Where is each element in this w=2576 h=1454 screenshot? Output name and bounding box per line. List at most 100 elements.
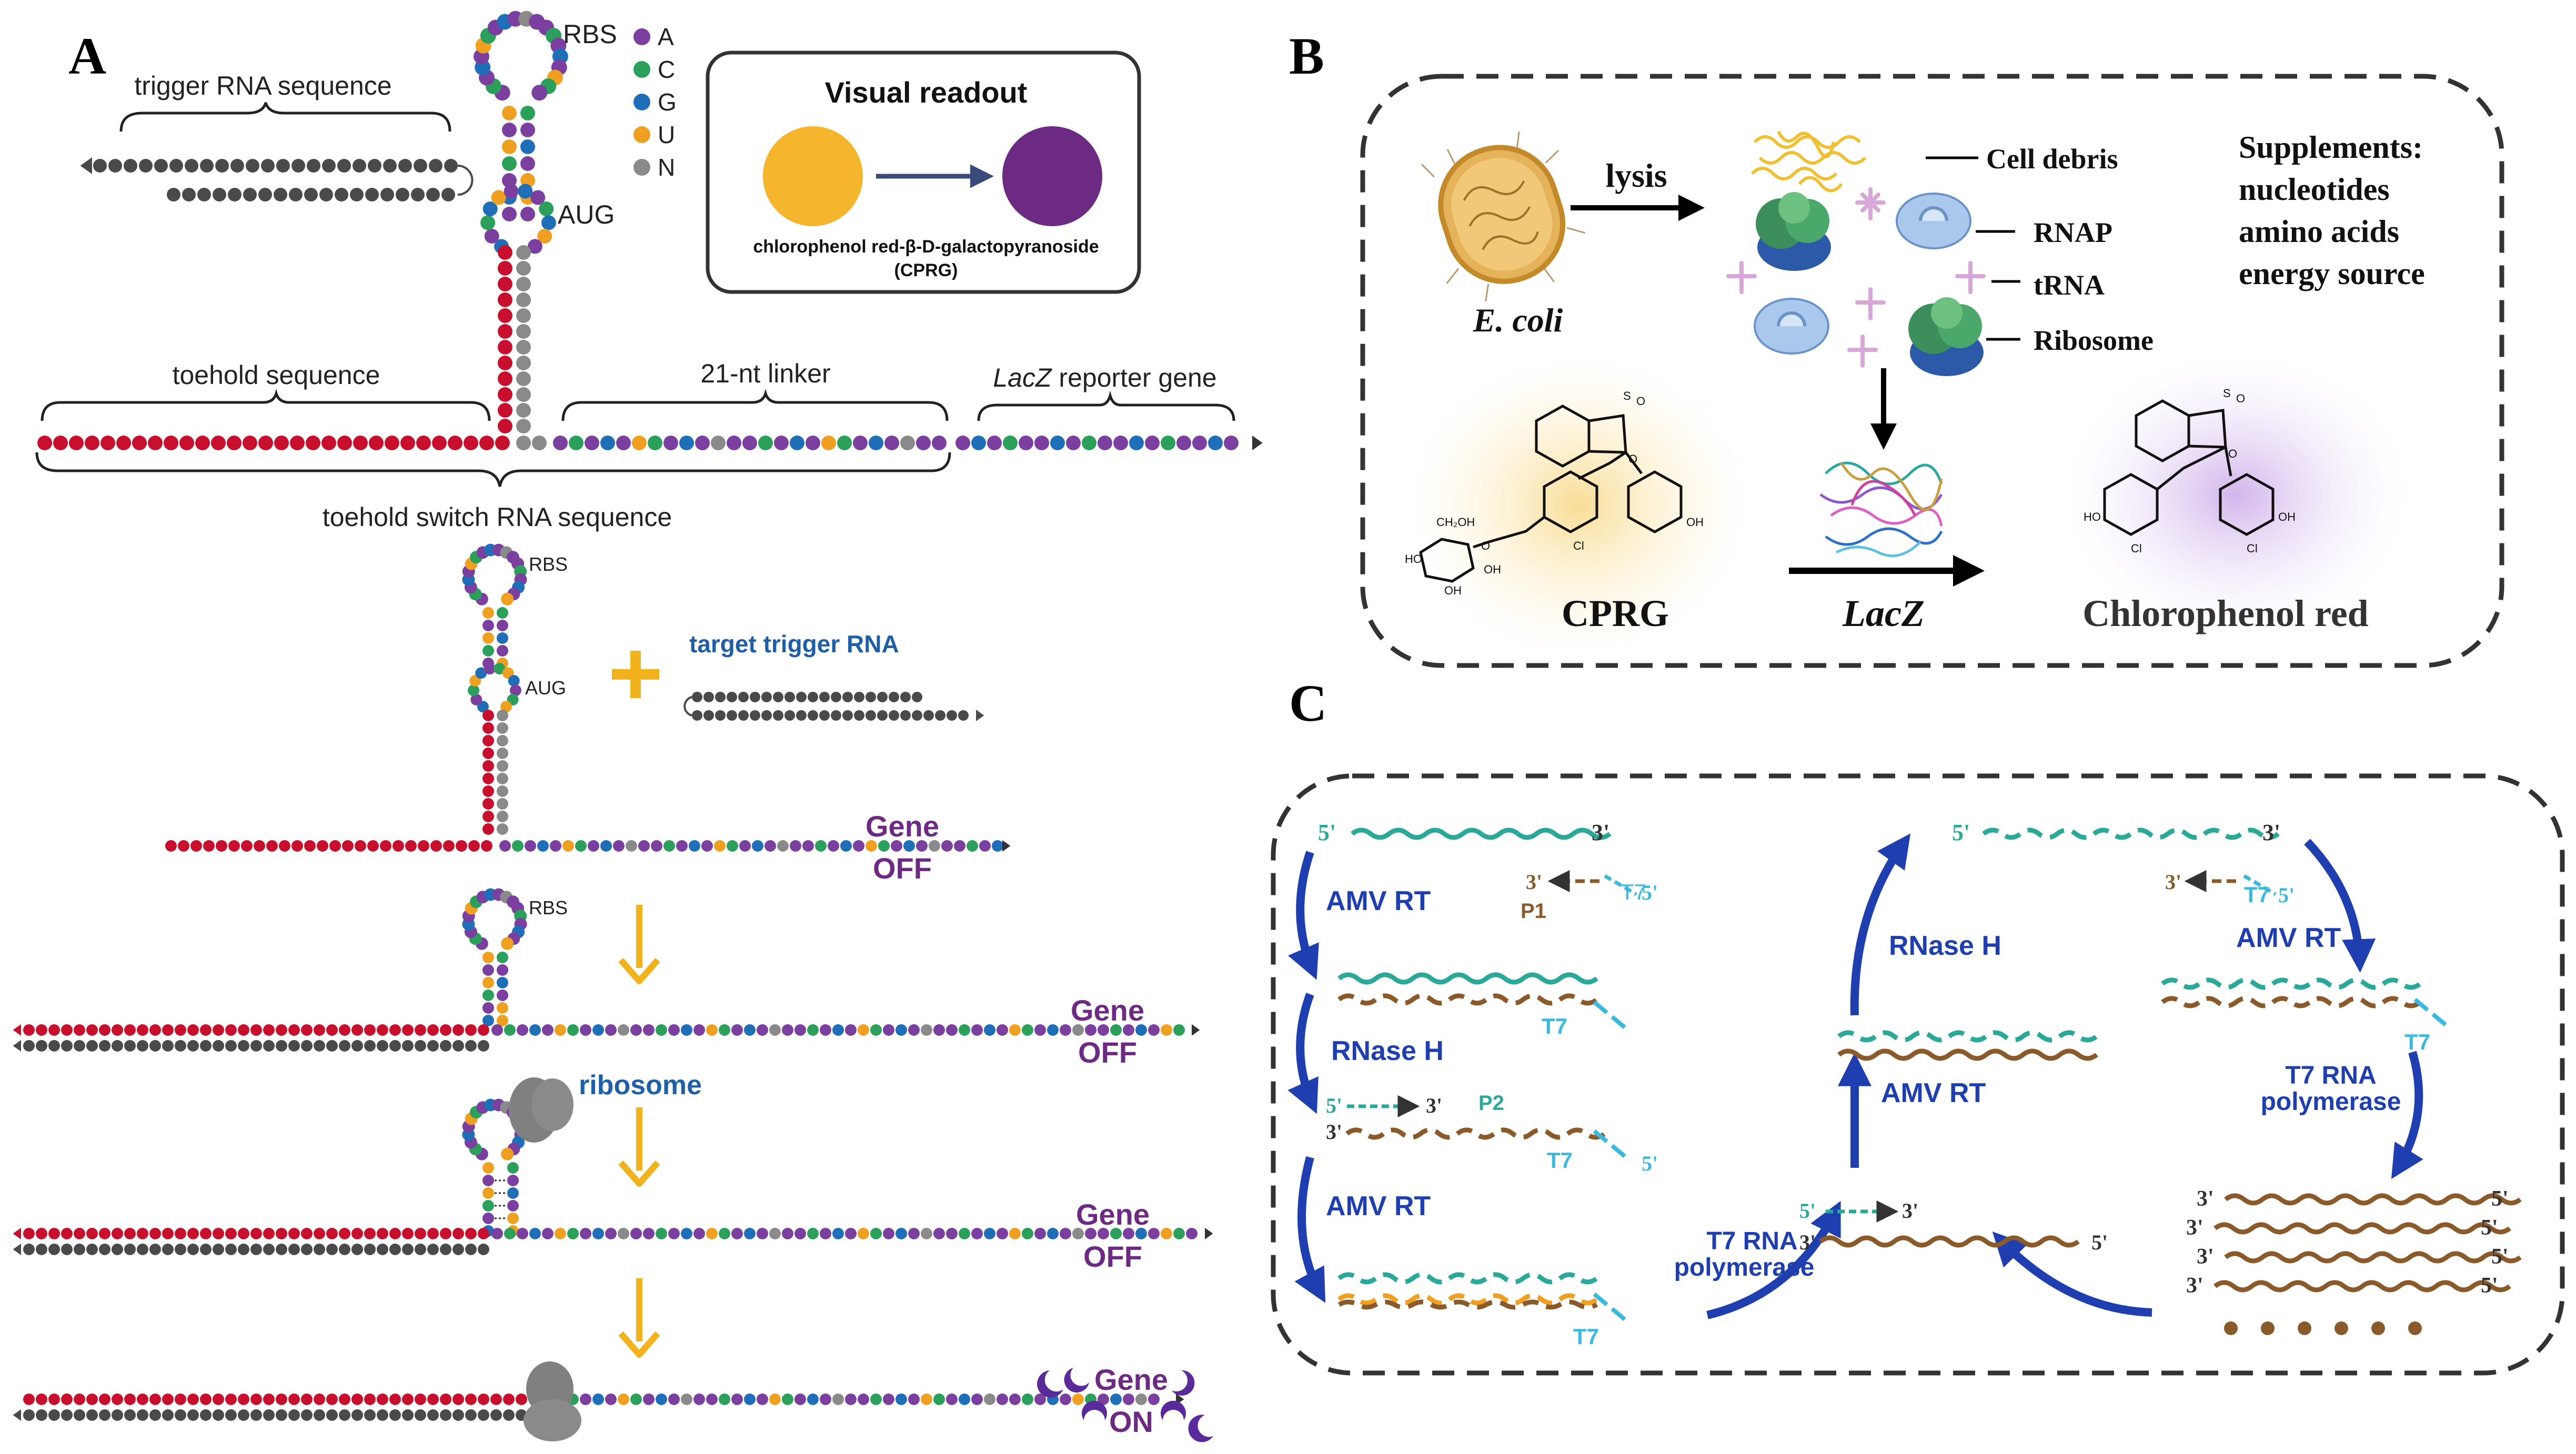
stem-nucleotide xyxy=(497,798,508,810)
linker-nucleotide xyxy=(693,1228,705,1239)
linker-nucleotide xyxy=(932,436,947,450)
five-prime-label: 5' xyxy=(1318,820,1336,845)
trigger-nucleotide xyxy=(389,1409,401,1421)
toehold-nucleotide xyxy=(213,1394,224,1405)
rna-strand xyxy=(1837,1048,2098,1061)
linker-nucleotide xyxy=(679,436,694,450)
five-prime-label: 5' xyxy=(1326,1094,1342,1117)
amv-rt-arrow xyxy=(1287,851,1319,980)
trigger-nucleotide xyxy=(23,1040,35,1052)
trigger-nucleotide xyxy=(727,710,737,721)
svg-text:O: O xyxy=(2228,447,2237,460)
trigger-nucleotide xyxy=(124,1040,136,1052)
three-prime-label: 3' xyxy=(2165,870,2181,894)
strand-end-arrow xyxy=(1002,840,1011,852)
lacz-nucleotide xyxy=(1161,436,1175,450)
stem-nucleotide xyxy=(507,1162,519,1174)
supplements-title: Supplements: xyxy=(2239,130,2423,165)
trigger-nucleotide xyxy=(301,1244,313,1255)
toehold-nucleotide xyxy=(86,1228,98,1239)
linker-nucleotide xyxy=(858,1394,869,1405)
linker-nucleotide xyxy=(971,1228,983,1239)
linker-nucleotide xyxy=(1110,1394,1122,1405)
linker-nucleotide xyxy=(782,1394,793,1405)
t7-label: T7 xyxy=(1542,1014,1567,1038)
step-4-gene-on xyxy=(13,1361,1184,1441)
aug-loop-nucleotide xyxy=(537,228,552,244)
toehold-nucleotide xyxy=(415,1024,426,1036)
linker-nucleotide xyxy=(1085,1228,1096,1239)
linker-nucleotide xyxy=(866,840,877,852)
toehold-nucleotide xyxy=(254,840,265,852)
legend-dot-u xyxy=(633,126,650,143)
toehold-nucleotide xyxy=(23,1394,35,1405)
ribosome-label-b: Ribosome xyxy=(2034,325,2154,356)
strand-end-arrow xyxy=(13,1040,21,1052)
trigger-nucleotide xyxy=(912,692,922,702)
trigger-nucleotide xyxy=(738,692,749,702)
trigger-nucleotide xyxy=(415,1409,426,1421)
trigger-nucleotide xyxy=(854,692,864,702)
stem-nucleotide xyxy=(516,277,531,291)
svg-text:S: S xyxy=(1623,389,1631,402)
trigger-nucleotide xyxy=(465,1040,477,1052)
t7-label: T7 xyxy=(2404,1029,2430,1054)
trigger-nucleotide xyxy=(465,1409,477,1421)
linker-nucleotide xyxy=(731,1228,743,1239)
trigger-nucleotide xyxy=(877,692,888,702)
linker-nucleotide xyxy=(1161,1024,1172,1036)
five-prime-label: 5' xyxy=(2091,1230,2108,1254)
linker-nucleotide xyxy=(802,840,814,852)
t7-rna-label: T7 RNA xyxy=(1706,1227,1797,1255)
toehold-nucleotide xyxy=(479,436,494,450)
linker-nucleotide xyxy=(681,1024,692,1036)
rnap-icon-1 xyxy=(1896,193,1971,249)
trigger-nucleotide xyxy=(276,159,290,173)
off-label-2: OFF xyxy=(1078,1036,1137,1069)
linker-nucleotide xyxy=(769,1394,781,1405)
trigger-nucleotide xyxy=(900,710,911,721)
toehold-nucleotide xyxy=(427,1228,439,1239)
linker-nucleotide xyxy=(815,840,827,852)
linker-nucleotide xyxy=(600,840,612,852)
toehold-nucleotide xyxy=(238,1228,249,1239)
toehold-nucleotide xyxy=(443,840,455,852)
linker-nucleotide xyxy=(706,1394,718,1405)
stem-nucleotide xyxy=(498,324,512,339)
rnase-h-arrow xyxy=(1850,833,1911,1016)
amv-rt-arrow xyxy=(2304,839,2376,973)
trigger-nucleotide xyxy=(958,710,969,721)
t7-tail xyxy=(2243,874,2277,896)
linker-nucleotide xyxy=(1098,1024,1109,1036)
lacz-nucleotide xyxy=(1098,436,1112,450)
stem-nucleotide xyxy=(497,811,508,822)
stem-nucleotide xyxy=(482,620,494,631)
trigger-nucleotide xyxy=(444,159,458,173)
aug-loop-nucleotide xyxy=(508,675,520,687)
toehold-nucleotide xyxy=(440,1228,451,1239)
trigger-nucleotide xyxy=(291,159,305,173)
trigger-nucleotide xyxy=(377,1244,388,1255)
t7-label: T7 xyxy=(2244,882,2270,907)
linker-nucleotide xyxy=(592,1394,604,1405)
linker-nucleotide xyxy=(921,1394,932,1405)
linker-nucleotide xyxy=(807,1228,819,1239)
linker-nucleotide xyxy=(1123,1228,1134,1239)
visual-readout-box: Visual readout chlorophenol red-β-D-gala… xyxy=(706,51,1141,294)
aug-loop-nucleotide xyxy=(468,684,480,696)
stem-nucleotide xyxy=(482,823,494,835)
trigger-nucleotide xyxy=(36,1409,47,1421)
trigger-nucleotide xyxy=(301,1040,313,1052)
stem-nucleotide xyxy=(497,823,508,835)
stem-nucleotide xyxy=(498,340,512,355)
toehold-nucleotide xyxy=(415,1228,426,1239)
trigger-nucleotide xyxy=(124,1244,136,1255)
trigger-nucleotide xyxy=(478,1409,489,1421)
ecoli-label: E. coli xyxy=(1473,301,1563,339)
stem-nucleotide xyxy=(497,722,508,734)
cprg-glow xyxy=(1405,352,1752,658)
toehold-nucleotide xyxy=(380,840,391,852)
toehold-nucleotide xyxy=(495,436,510,450)
trigger-nucleotide xyxy=(402,1040,414,1052)
toehold-nucleotide xyxy=(465,1394,477,1405)
